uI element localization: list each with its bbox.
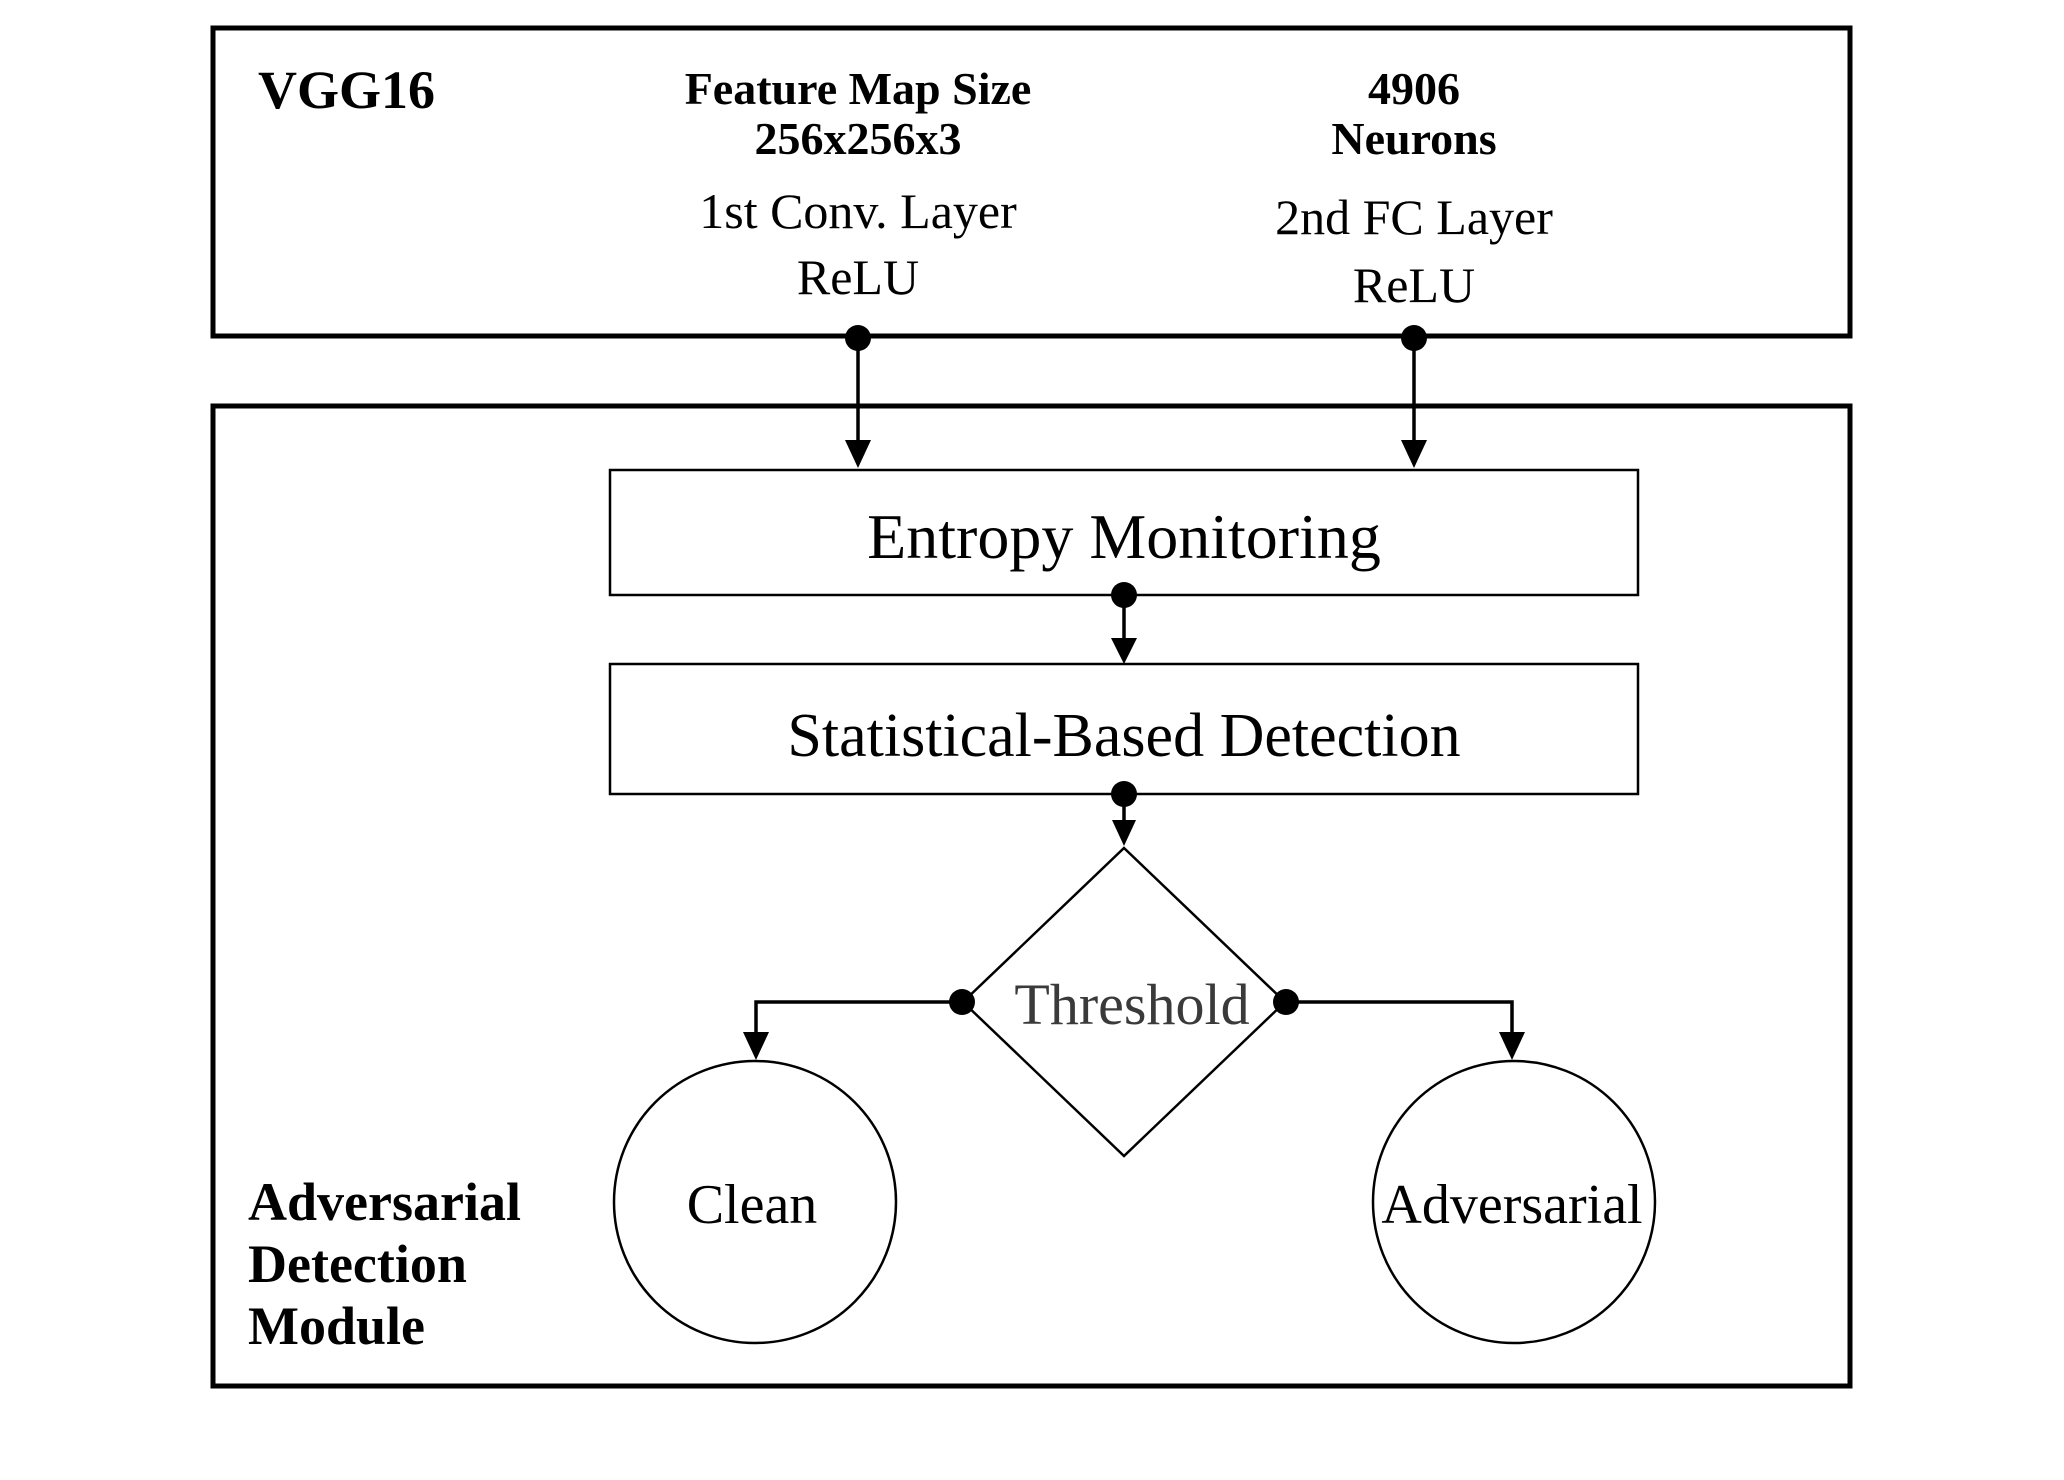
conv-to-entropy-arrowhead (845, 440, 871, 468)
detection-module-box (210, 403, 1853, 1389)
module-title-line2: Detection (248, 1234, 467, 1294)
fc-to-entropy-arrowhead (1401, 440, 1427, 468)
adversarial-circle (1371, 1059, 1657, 1345)
module-title-line1: Adversarial (248, 1172, 521, 1232)
conv-header-line1: Feature Map Size (685, 63, 1032, 114)
adversarial-label: Adversarial (1381, 1174, 1642, 1236)
threshold-label: Threshold (1014, 972, 1249, 1037)
fc-header-line1: 4906 (1368, 63, 1460, 114)
conv-header-line2: 256x256x3 (755, 113, 962, 164)
entropy-monitoring-label: Entropy Monitoring (867, 501, 1381, 572)
statistical-detection-label: Statistical-Based Detection (787, 702, 1460, 770)
fc-layer-label-line1: 2nd FC Layer (1275, 189, 1553, 245)
fc-header-line2: Neurons (1331, 113, 1496, 164)
entropy-to-statistical-arrowhead (1111, 638, 1137, 664)
fc-layer-label-line2: ReLU (1353, 257, 1475, 313)
threshold-to-clean-line (754, 1000, 962, 1034)
clean-label: Clean (687, 1174, 818, 1236)
conv-layer-label-line2: ReLU (797, 249, 919, 305)
module-title-line3: Module (248, 1296, 425, 1356)
vgg16-box (210, 25, 1853, 339)
threshold-to-clean-arrowhead (743, 1032, 769, 1060)
threshold-diamond (961, 846, 1287, 1158)
conv-layer-label-line1: 1st Conv. Layer (699, 183, 1017, 239)
statistical-to-threshold-arrowhead (1112, 820, 1136, 846)
clean-circle (612, 1059, 898, 1345)
threshold-to-adversarial-arrowhead (1499, 1032, 1525, 1060)
threshold-to-adversarial-line (1286, 1000, 1514, 1034)
vgg16-title: VGG16 (258, 60, 435, 120)
